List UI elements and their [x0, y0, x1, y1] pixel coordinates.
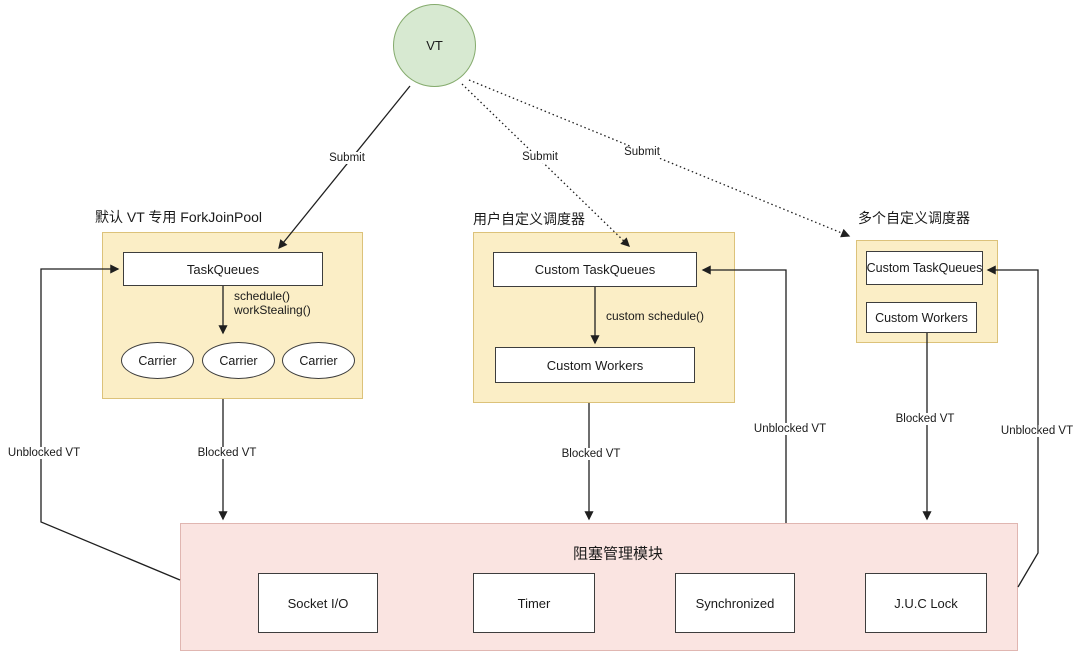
workstealing-label: workStealing() [234, 302, 311, 317]
custom-workers-label: Custom Workers [546, 357, 644, 373]
juc-lock-label: J.U.C Lock [894, 595, 958, 611]
edge-submit-forkjoin [278, 85, 411, 250]
vt-node: VT [393, 4, 476, 87]
multi-taskqueues-label: Custom TaskQueues [866, 261, 983, 275]
unblocked-vt-label-multi: Unblocked VT [997, 425, 1077, 437]
multi-workers-box: Custom Workers [866, 302, 977, 333]
submit-label-forkjoin: Submit [326, 152, 368, 164]
blocked-vt-label-custom: Blocked VT [558, 448, 624, 460]
custom-schedule-label: custom schedule() [606, 309, 705, 323]
socket-io-label: Socket I/O [287, 595, 349, 611]
carrier-label-1: Carrier [138, 353, 177, 368]
custom-taskqueues-label: Custom TaskQueues [534, 262, 656, 277]
custom-scheduler-title: 用户自定义调度器 [473, 211, 585, 227]
blocked-vt-label-multi: Blocked VT [892, 413, 958, 425]
multi-scheduler-title: 多个自定义调度器 [858, 210, 970, 226]
forkjoinpool-title: 默认 VT 专用 ForkJoinPool [95, 209, 263, 225]
submit-label-custom: Submit [519, 151, 561, 163]
blocked-vt-label-forkjoin: Blocked VT [194, 447, 260, 459]
vt-node-label: VT [426, 38, 443, 53]
carrier-node-1: Carrier [121, 342, 194, 379]
multi-taskqueues-box: Custom TaskQueues [866, 251, 983, 285]
unblocked-vt-label-forkjoin: Unblocked VT [4, 447, 84, 459]
forkjoin-taskqueues-label: TaskQueues [186, 261, 260, 277]
forkjoin-taskqueues-box: TaskQueues [123, 252, 323, 286]
blocking-item-timer: Timer [473, 573, 595, 633]
carrier-label-2: Carrier [219, 353, 258, 368]
custom-workers-box: Custom Workers [495, 347, 695, 383]
blocking-item-juc-lock: J.U.C Lock [865, 573, 987, 633]
unblocked-vt-label-custom: Unblocked VT [750, 423, 830, 435]
blocking-item-socket-io: Socket I/O [258, 573, 378, 633]
multi-workers-label: Custom Workers [875, 310, 968, 325]
schedule-label: schedule() [234, 289, 291, 303]
schedule-labels: schedule() workStealing() [234, 289, 311, 317]
submit-label-multi: Submit [621, 146, 663, 158]
custom-taskqueues-box: Custom TaskQueues [493, 252, 697, 287]
carrier-node-2: Carrier [202, 342, 275, 379]
timer-label: Timer [517, 595, 551, 611]
synchronized-label: Synchronized [695, 595, 775, 611]
blocking-module-title: 阻塞管理模块 [572, 545, 664, 563]
carrier-node-3: Carrier [282, 342, 355, 379]
carrier-label-3: Carrier [299, 353, 338, 368]
blocking-item-synchronized: Synchronized [675, 573, 795, 633]
